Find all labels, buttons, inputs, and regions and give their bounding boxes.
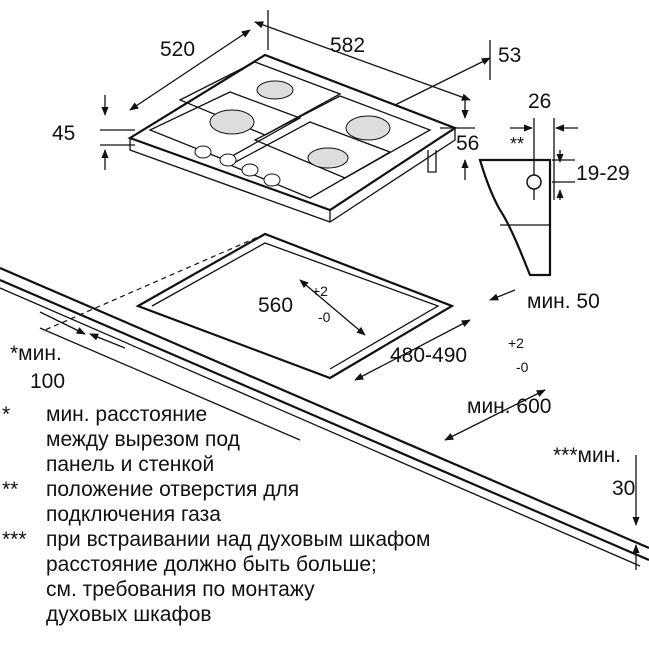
dim-cutout-depth: 480-490 +2 -0 bbox=[390, 335, 529, 375]
legend-line: при встраивании над духовым шкафом bbox=[46, 528, 431, 551]
dim-min-50: мин. 50 bbox=[527, 290, 600, 313]
svg-text:+2: +2 bbox=[508, 335, 524, 351]
countertop bbox=[0, 266, 649, 567]
burner-back-right bbox=[345, 115, 391, 141]
burner-front-left bbox=[209, 109, 255, 135]
legend-line: расстояние должно быть больше; bbox=[46, 553, 377, 576]
dim-hob-width: 582 bbox=[330, 34, 365, 57]
legend-mark: ** bbox=[2, 478, 19, 501]
legend-item-double-star: ** положение отверстия для подключения г… bbox=[0, 477, 600, 527]
dim-hob-height: 45 bbox=[52, 122, 75, 145]
burner-front-right bbox=[307, 147, 349, 169]
legend-line: между вырезом под bbox=[46, 428, 240, 451]
dim-min-100-label: *мин. bbox=[10, 342, 62, 365]
legend-line: панель и стенкой bbox=[46, 453, 215, 476]
legend: * мин. расстояние между вырезом под пане… bbox=[0, 402, 600, 627]
dimension-lines bbox=[39, 10, 640, 570]
legend-line: духовых шкафов bbox=[46, 603, 212, 626]
legend-mark: * bbox=[2, 403, 11, 426]
dim-inlet-height: 19-29 bbox=[576, 162, 630, 185]
burner-back-left bbox=[256, 80, 294, 100]
dim-side-56: 56 bbox=[456, 132, 479, 155]
svg-text:-0: -0 bbox=[516, 359, 529, 375]
legend-item-triple-star: *** при встраивании над духовым шкафом р… bbox=[0, 527, 600, 627]
gas-inlet-hole bbox=[526, 174, 542, 190]
svg-text:480-490: 480-490 bbox=[390, 344, 467, 367]
svg-text:560: 560 bbox=[258, 294, 293, 317]
dim-edge-offset: 53 bbox=[498, 44, 521, 67]
dim-inlet-26: 26 bbox=[528, 90, 551, 113]
svg-text:+2: +2 bbox=[312, 283, 328, 299]
legend-line: подключения газа bbox=[46, 503, 221, 526]
dim-min-30-value: 30 bbox=[612, 477, 635, 500]
legend-line: мин. расстояние bbox=[46, 403, 208, 426]
gas-inlet-detail bbox=[478, 118, 578, 277]
control-knobs bbox=[194, 145, 281, 187]
dim-min-30-label: ***мин. bbox=[553, 444, 621, 467]
legend-line: положение отверстия для bbox=[46, 478, 300, 501]
dim-min-100-value: 100 bbox=[30, 370, 65, 393]
svg-text:-0: -0 bbox=[318, 309, 331, 325]
legend-line: см. требования по монтажу bbox=[46, 578, 315, 601]
legend-mark: *** bbox=[2, 528, 27, 551]
gas-hob bbox=[127, 53, 458, 223]
dim-hob-depth: 520 bbox=[160, 38, 195, 61]
dim-inlet-stars: ** bbox=[510, 134, 524, 154]
legend-item-single-star: * мин. расстояние между вырезом под пане… bbox=[0, 402, 600, 477]
dim-min-600: мин. 600 bbox=[467, 395, 551, 418]
dim-cutout-width: 560 +2 -0 bbox=[258, 283, 331, 325]
